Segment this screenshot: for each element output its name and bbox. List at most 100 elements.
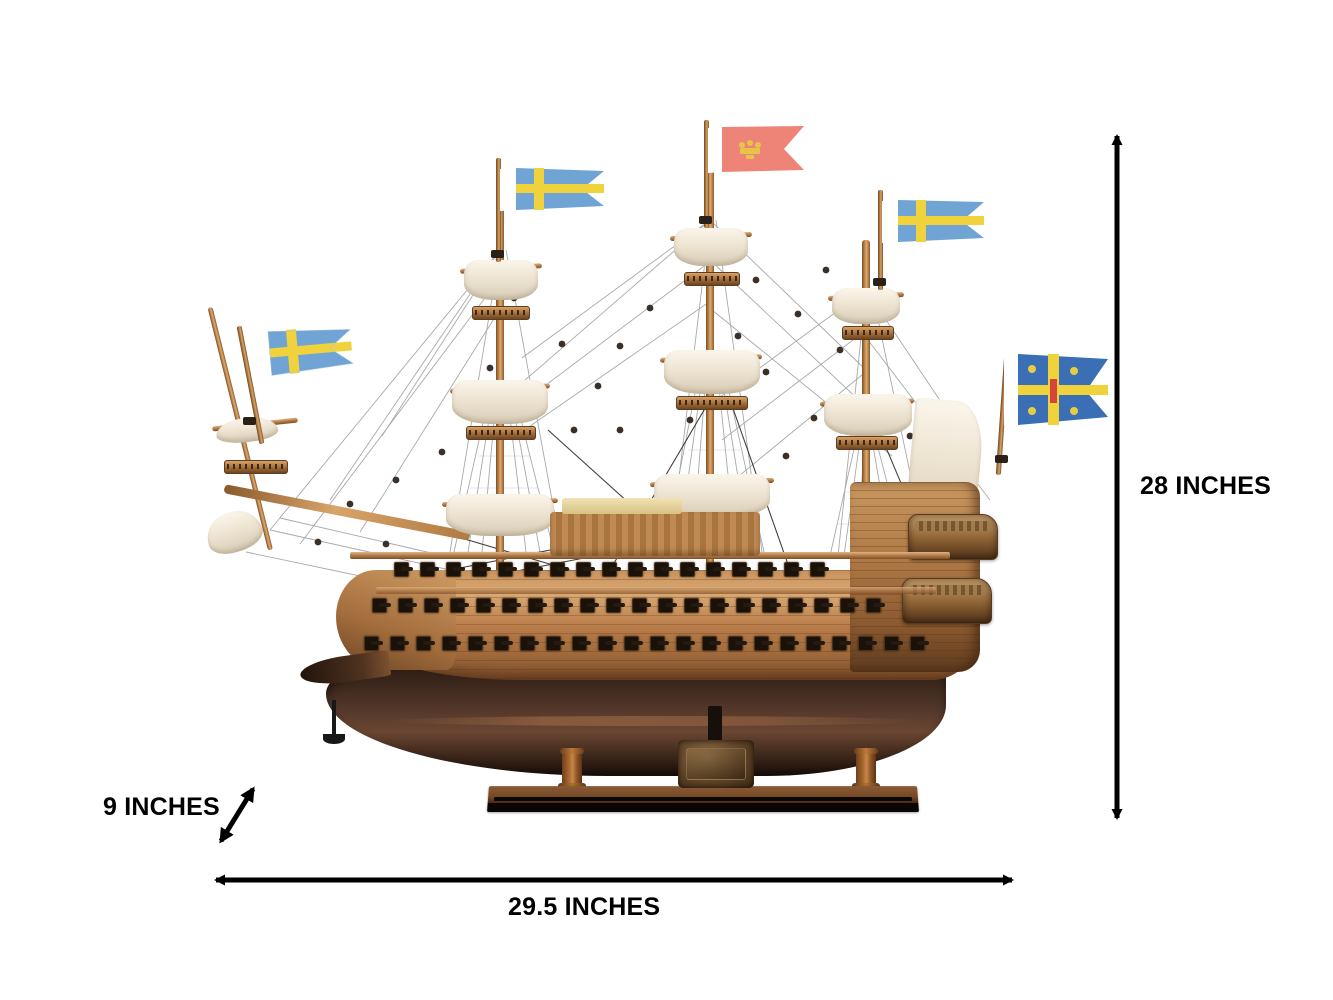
gunport: [468, 636, 487, 651]
stern-carving-lower: [909, 585, 985, 595]
gunport: [524, 562, 543, 577]
gunport: [650, 636, 669, 651]
gunport: [684, 598, 703, 613]
gunport: [420, 562, 439, 577]
gunport: [884, 636, 903, 651]
gunport: [520, 636, 539, 651]
flag-cap-main: [699, 216, 712, 224]
gunport: [910, 636, 929, 651]
gunport: [606, 598, 625, 613]
gunport: [550, 562, 569, 577]
bowsprit-top: [224, 460, 288, 474]
gunport: [446, 562, 465, 577]
main-sail-mid: [664, 350, 760, 394]
stand-pillar-fore: [558, 748, 586, 790]
gunport: [576, 562, 595, 577]
gunport: [706, 562, 725, 577]
gunport: [758, 562, 777, 577]
gunport: [780, 636, 799, 651]
gunport: [472, 562, 491, 577]
gunport: [580, 598, 599, 613]
gunport: [814, 598, 833, 613]
mizzen-top-upper: [842, 326, 894, 340]
stand-pillar-aft: [852, 748, 880, 790]
gunport: [364, 636, 383, 651]
main-sail-upper: [674, 228, 748, 266]
gunport-row-upper: [394, 562, 829, 577]
gunport: [628, 562, 647, 577]
gunport: [806, 636, 825, 651]
gunport: [754, 636, 773, 651]
flag-cap-fore: [491, 250, 504, 258]
gunport: [494, 636, 513, 651]
gunport: [736, 598, 755, 613]
gunport: [658, 598, 677, 613]
gunport: [598, 636, 617, 651]
stern-carving-upper: [915, 521, 991, 531]
flag-cap-mizzen: [873, 278, 886, 286]
ship-model: [150, 100, 1108, 860]
fore-sail-lower: [446, 494, 554, 536]
gunport: [788, 598, 807, 613]
gunport: [632, 598, 651, 613]
gunport: [680, 562, 699, 577]
height-dimension-label: 28 INCHES: [1140, 472, 1272, 500]
fore-top-upper: [472, 306, 530, 320]
gunport: [502, 598, 521, 613]
width-dimension-label: 29.5 INCHES: [508, 893, 661, 921]
gunport: [602, 562, 621, 577]
gunport: [554, 598, 573, 613]
main-top-lower: [676, 396, 748, 410]
gunport: [546, 636, 565, 651]
gunport: [624, 636, 643, 651]
gunport: [442, 636, 461, 651]
fore-sail-upper: [464, 260, 538, 300]
gunport: [572, 636, 591, 651]
depth-dimension-label: 9 INCHES: [103, 793, 220, 821]
quarter-deck: [550, 512, 760, 556]
gunport: [840, 598, 859, 613]
gunport: [476, 598, 495, 613]
gunport: [710, 598, 729, 613]
flagpole-fore: [496, 158, 501, 262]
gunport: [398, 598, 417, 613]
anchor: [323, 700, 345, 744]
gunport: [450, 598, 469, 613]
gunport: [858, 636, 877, 651]
stern-gallery-lower: [902, 578, 992, 624]
fore-sail-mid: [452, 380, 548, 424]
gunport: [654, 562, 673, 577]
gunport: [424, 598, 443, 613]
deck-canopy: [562, 498, 682, 514]
flag-cap-stern: [995, 455, 1008, 463]
gunport: [390, 636, 409, 651]
main-top-upper: [684, 272, 740, 286]
gunport-row-middle: [372, 598, 885, 613]
flagpole-main: [704, 120, 709, 228]
gunport: [762, 598, 781, 613]
gunport: [528, 598, 547, 613]
secondary-rail: [376, 587, 936, 594]
gunport: [832, 636, 851, 651]
gunport: [866, 598, 885, 613]
mizzen-top-lower: [836, 436, 898, 450]
gunport: [728, 636, 747, 651]
fore-top-lower: [466, 426, 536, 440]
gunport: [702, 636, 721, 651]
crown-emblem: [739, 140, 761, 159]
mizzen-sail-upper: [832, 288, 900, 324]
gunport: [498, 562, 517, 577]
gunport-row-lower: [364, 636, 929, 651]
gunport: [676, 636, 695, 651]
stand-base-board: [487, 786, 919, 812]
stand-keel-block: [708, 706, 722, 746]
mizzen-sail-mid: [824, 394, 912, 436]
gunport: [810, 562, 829, 577]
gunport: [394, 562, 413, 577]
gunport: [732, 562, 751, 577]
flag-cap-bow: [243, 417, 256, 425]
gunport: [416, 636, 435, 651]
gunport: [784, 562, 803, 577]
flagpole-mizzen: [878, 190, 883, 290]
